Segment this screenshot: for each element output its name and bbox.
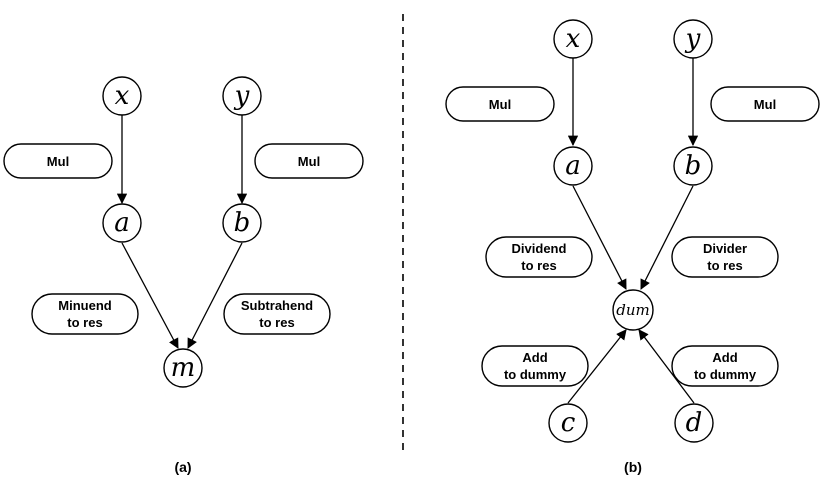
pill-subtrahend: Subtrahend to res: [223, 293, 331, 335]
pill-label-line2: to dummy: [504, 367, 567, 382]
node-label: x: [115, 81, 130, 111]
node-m: m: [163, 348, 203, 388]
panel-a: Mul Mul Minuend to res Subtrahend to res…: [3, 76, 364, 475]
pill-label: Mul: [754, 97, 776, 112]
node-label: a: [565, 151, 581, 181]
pill-mul-right: Mul: [254, 143, 364, 179]
node-dum: dum: [612, 289, 654, 331]
node-label: dum: [616, 301, 650, 319]
pill-label-line1: Add: [712, 350, 737, 365]
pill-label-line1: Minuend: [58, 298, 111, 313]
node-y: y: [673, 19, 713, 59]
pill-label-line2: to res: [521, 258, 556, 273]
pill-label-line1: Divider: [703, 241, 747, 256]
panel-b: Mul Mul Dividend to res Divider to res A…: [445, 19, 820, 475]
edge-b-to-m: [187, 242, 243, 349]
pill-label: Mul: [47, 154, 69, 169]
edge-a-to-dum: [572, 185, 627, 290]
pill-label-line2: to res: [259, 315, 294, 330]
node-d: d: [674, 403, 714, 443]
edge-d-to-dum: [638, 329, 695, 404]
edge-c-to-dum: [567, 329, 627, 404]
pill-label-line1: Subtrahend: [241, 298, 313, 313]
pill-mul-left: Mul: [3, 143, 113, 179]
node-y: y: [222, 76, 262, 116]
edge-a-to-m: [121, 242, 179, 349]
node-label: c: [561, 408, 576, 438]
node-b: b: [222, 203, 262, 243]
panel-caption-a: (a): [174, 459, 191, 475]
pill-mul-right: Mul: [710, 86, 820, 122]
pill-label-line2: to res: [67, 315, 102, 330]
pill-dividend: Dividend to res: [485, 236, 593, 278]
pill-add-right: Add to dummy: [671, 345, 779, 387]
node-label: y: [234, 81, 250, 111]
node-b: b: [673, 146, 713, 186]
pill-label-line1: Dividend: [512, 241, 567, 256]
node-label: y: [685, 24, 701, 54]
node-c: c: [548, 403, 588, 443]
node-label: x: [566, 24, 581, 54]
node-a: a: [553, 146, 593, 186]
node-label: d: [686, 408, 703, 438]
node-a: a: [102, 203, 142, 243]
edge-b-to-dum: [640, 185, 694, 290]
pill-add-left: Add to dummy: [481, 345, 589, 387]
node-x: x: [102, 76, 142, 116]
pill-label: Mul: [489, 97, 511, 112]
pill-mul-left: Mul: [445, 86, 555, 122]
node-x: x: [553, 19, 593, 59]
panel-caption-b: (b): [624, 459, 642, 475]
node-label: a: [114, 208, 130, 238]
node-label: b: [234, 208, 251, 238]
pill-label: Mul: [298, 154, 320, 169]
node-label: b: [685, 151, 702, 181]
pill-minuend: Minuend to res: [31, 293, 139, 335]
pill-label-line1: Add: [522, 350, 547, 365]
pill-label-line2: to dummy: [694, 367, 757, 382]
pill-divider: Divider to res: [671, 236, 779, 278]
pill-label-line2: to res: [707, 258, 742, 273]
node-label: m: [171, 353, 196, 383]
